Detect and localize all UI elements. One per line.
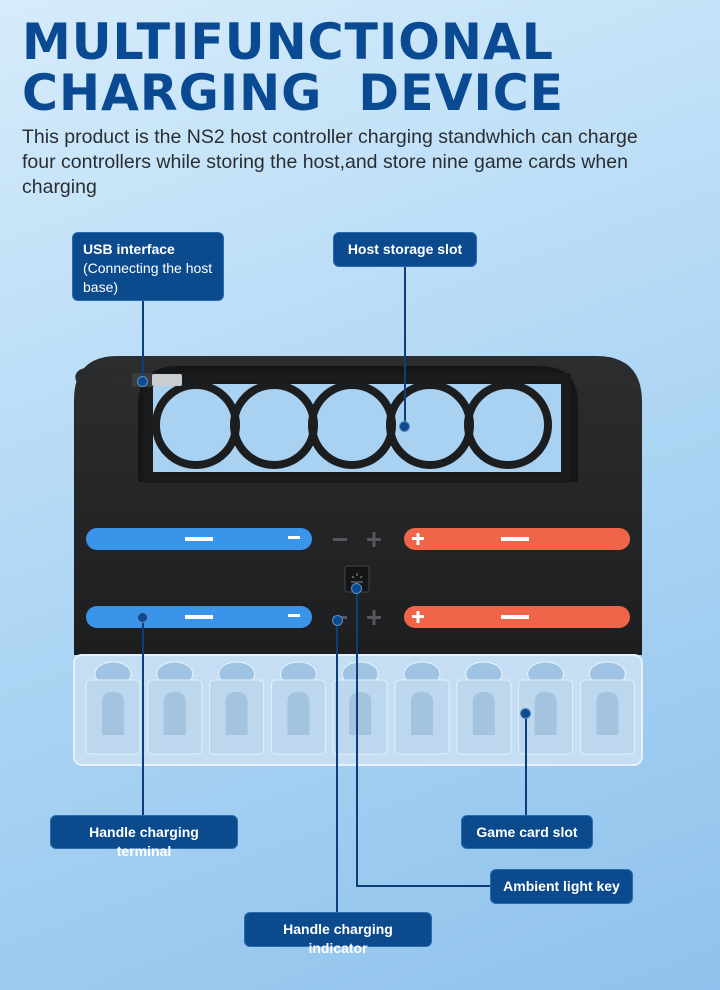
title-line-1: MULTIFUNCTIONAL	[22, 12, 555, 72]
handle-charging-terminal-label: Handle charging terminal	[89, 824, 199, 859]
title-line-2: CHARGING DEVICE	[22, 63, 565, 123]
game-card-slot-label: Game card slot	[476, 824, 578, 840]
game-card-slot	[456, 661, 512, 755]
product-description: This product is the NS2 host controller …	[22, 126, 638, 198]
handle-charging-indicator-callout: Handle charging indicator	[244, 912, 432, 956]
usb-marker-dot	[137, 376, 148, 387]
usb-interface-callout: USB interface (Connecting the host base)	[72, 232, 224, 301]
host-storage-slot	[138, 366, 578, 483]
usb-leader-line	[142, 300, 144, 382]
light-key-leader-line-horizontal	[356, 885, 490, 887]
card-slot-marker-dot	[520, 708, 531, 719]
ambient-light-key-callout: Ambient light key	[490, 869, 633, 904]
card-slot-leader-line	[525, 713, 527, 815]
left-charging-rail-bottom	[86, 606, 312, 628]
game-card-slot-callout: Game card slot	[461, 815, 593, 849]
terminal-marker-dot	[137, 612, 148, 623]
host-slot-marker-dot	[399, 421, 410, 432]
light-key-marker-dot	[351, 583, 362, 594]
game-card-slot	[85, 661, 141, 755]
handle-charging-indicator-label: Handle charging indicator	[283, 921, 393, 956]
game-card-slot	[579, 661, 635, 755]
ambient-light-key-label: Ambient light key	[503, 878, 620, 894]
usb-interface-sublabel: (Connecting the host base)	[83, 260, 213, 295]
game-card-tray	[73, 654, 643, 766]
terminal-leader-line	[142, 617, 144, 815]
handle-charging-terminal-callout: Handle charging terminal	[50, 815, 238, 859]
left-charging-rail-top	[86, 528, 312, 550]
game-card-slot	[209, 661, 265, 755]
game-card-slot	[270, 661, 326, 755]
right-charging-rail-bottom	[404, 606, 630, 628]
page-title: MULTIFUNCTIONAL CHARGING DEVICE	[22, 12, 565, 123]
indicator-marker-dot	[332, 615, 343, 626]
indicator-leader-line	[336, 620, 338, 912]
host-storage-slot-label: Host storage slot	[347, 241, 463, 257]
light-key-leader-line	[356, 588, 358, 886]
game-card-slot	[518, 661, 574, 755]
game-card-slot	[394, 661, 450, 755]
game-card-slot	[332, 661, 388, 755]
game-card-slot	[147, 661, 203, 755]
right-charging-rail-top	[404, 528, 630, 550]
host-storage-slot-callout: Host storage slot	[333, 232, 477, 267]
host-slot-leader-line	[404, 266, 406, 426]
usb-interface-label: USB interface	[83, 241, 175, 257]
